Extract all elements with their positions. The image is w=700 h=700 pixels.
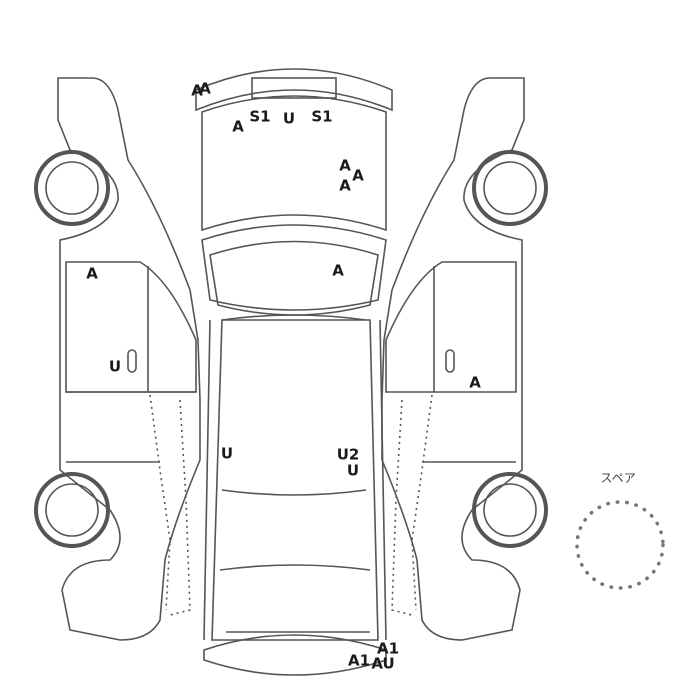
damage-mark: S1 bbox=[249, 107, 271, 126]
damage-mark: U bbox=[346, 461, 360, 480]
damage-mark: S1 bbox=[311, 107, 333, 126]
damage-mark: A bbox=[332, 261, 344, 280]
damage-mark: AU bbox=[371, 654, 395, 673]
spare-tire-label: スペア bbox=[600, 471, 636, 485]
damage-mark: A bbox=[339, 156, 351, 175]
damage-mark: A1 bbox=[376, 639, 400, 658]
damage-mark: A bbox=[339, 176, 351, 195]
damage-mark: A bbox=[232, 117, 244, 136]
damage-mark: A bbox=[199, 79, 211, 98]
damage-mark: A bbox=[86, 264, 98, 283]
damage-mark: A bbox=[469, 373, 481, 392]
top-view bbox=[195, 68, 393, 676]
right-side-view bbox=[381, 77, 548, 641]
spare-tire-icon bbox=[575, 500, 665, 590]
damage-mark: A bbox=[352, 166, 364, 185]
left-side-view bbox=[34, 77, 201, 641]
damage-mark: A bbox=[191, 81, 203, 100]
damage-mark: A1 bbox=[347, 651, 371, 670]
damage-mark: U bbox=[220, 444, 234, 463]
damage-mark: U2 bbox=[336, 445, 360, 464]
damage-mark: U bbox=[282, 109, 296, 128]
damage-mark: U bbox=[108, 357, 122, 376]
